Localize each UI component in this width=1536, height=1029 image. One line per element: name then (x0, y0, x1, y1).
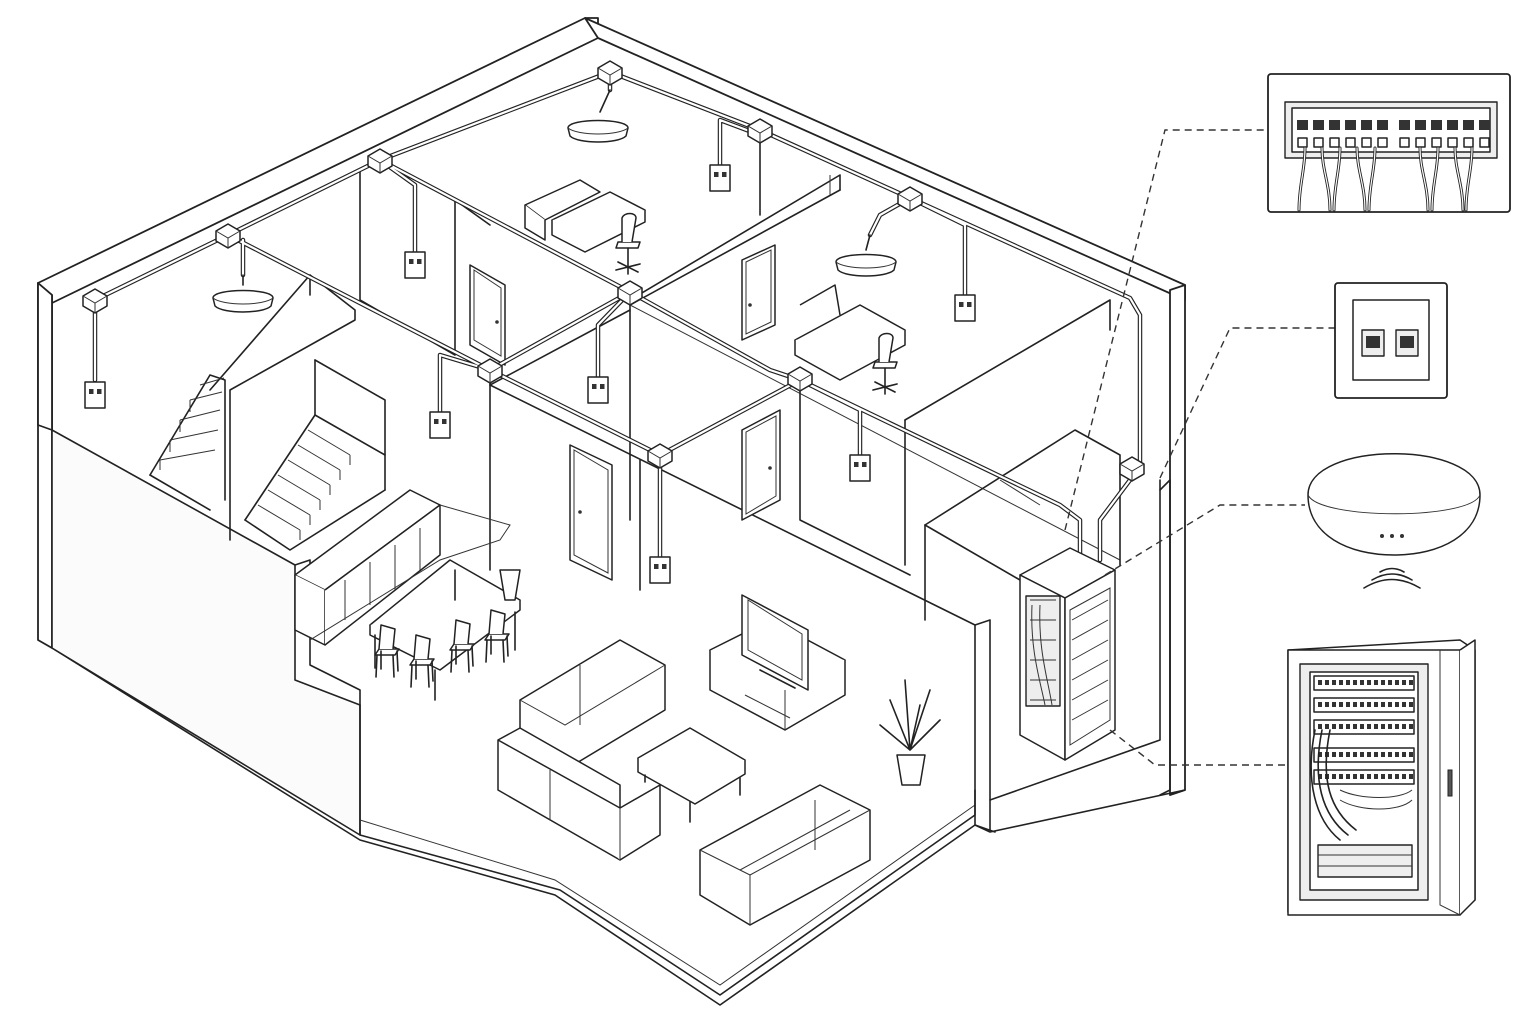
staircase (149, 374, 386, 551)
office-furniture (524, 179, 906, 395)
kitchen-counter (294, 489, 511, 646)
server-rack-callout (1287, 639, 1476, 916)
conduit-network (92, 69, 1143, 568)
callout-leaders (1064, 129, 1335, 766)
ceiling-access-points (212, 89, 897, 313)
outer-walls (37, 17, 1186, 1006)
wifi-access-point-callout (1307, 453, 1481, 589)
house-server-rack (1019, 547, 1116, 761)
doors (469, 244, 781, 581)
wifi-signal-icon (1363, 567, 1421, 589)
living-room-furniture (497, 594, 941, 926)
dining-set (369, 559, 521, 701)
network-wall-outlet-callout (1334, 282, 1448, 399)
patch-panel-callout (1267, 73, 1511, 213)
